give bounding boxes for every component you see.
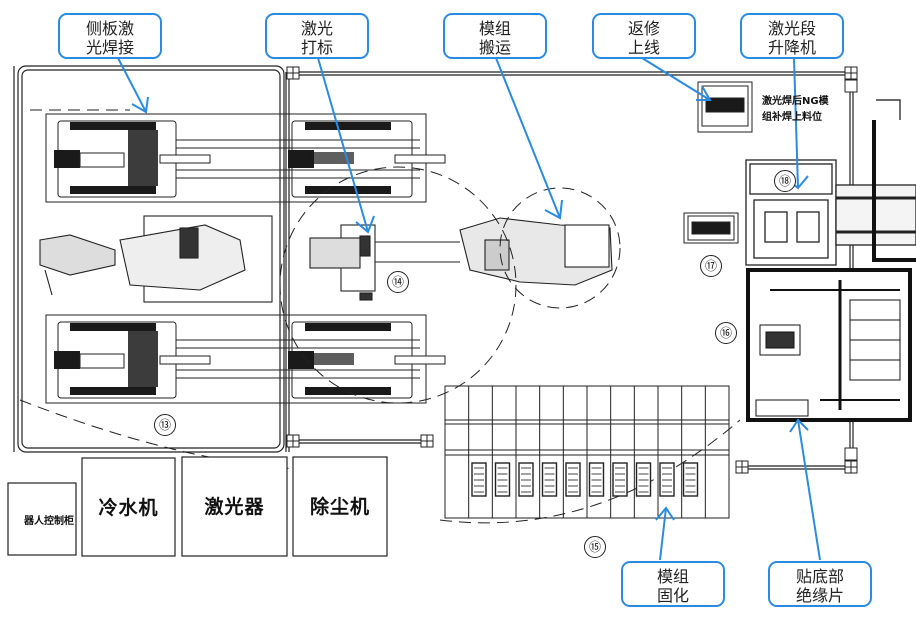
robot-control-cabinet-label: 器人控制柜: [24, 516, 74, 527]
callout-line: 贴底部: [795, 567, 844, 586]
callout-side-plate-laser-welding: 侧板激 光焊接: [58, 13, 162, 59]
station-16: ⑯: [715, 322, 737, 344]
callout-line: 模组: [656, 567, 689, 586]
callout-line: 返修: [627, 19, 660, 38]
callout-line: 模组: [478, 19, 511, 38]
fence-posts: [286, 66, 858, 474]
callout-line: 绝缘片: [795, 586, 844, 605]
callout-rework-online: 返修 上线: [592, 13, 696, 59]
buffer-17: [683, 212, 739, 244]
station-15: ⑮: [584, 536, 606, 558]
robot-module-transport: [459, 217, 613, 286]
reach-circle-transport: [499, 187, 621, 309]
callout-laser-marking: 激光 打标: [265, 13, 369, 59]
rework-buffer: [697, 81, 753, 133]
station-17: ⑰: [700, 255, 722, 277]
dust-collector-label: 除尘机: [309, 496, 370, 518]
insulation-station-16: [746, 268, 912, 422]
callout-line: 升降机: [767, 38, 816, 57]
chiller-label: 冷水机: [98, 497, 159, 519]
ng-station-label-line1: 激光焊后NG模: [762, 96, 829, 107]
dust-collector-box: [292, 456, 388, 557]
callout-module-curing: 模组 固化: [621, 561, 725, 607]
callout-line: 上线: [627, 38, 660, 57]
cell-13-enclosure: [17, 65, 285, 453]
callout-line: 固化: [656, 586, 689, 605]
laser-box: [181, 456, 288, 557]
callout-line: 激光段: [767, 19, 816, 38]
ng-station-label-line2: 组补焊上料位: [762, 112, 822, 123]
laser-label: 激光器: [204, 496, 265, 518]
callout-bottom-insulation: 贴底部 绝缘片: [768, 561, 872, 607]
robot-laser-marking: [309, 224, 460, 301]
callout-line: 侧板激: [85, 19, 134, 38]
callout-line: 打标: [300, 38, 333, 57]
lift-station-18: [745, 159, 916, 266]
station-13: ⑬: [154, 414, 176, 436]
curing-rack-slots: [471, 462, 699, 497]
station-18: ⑱: [774, 170, 796, 192]
callout-line: 搬运: [478, 38, 511, 57]
robot-cell-13: [39, 215, 273, 303]
right-edge-equipment: [872, 99, 916, 262]
callout-line: 激光: [300, 19, 333, 38]
callout-laser-section-lift: 激光段 升降机: [740, 13, 844, 59]
curing-rack-columns: [468, 386, 706, 518]
reach-circle-14: [279, 166, 517, 404]
chiller-box: [81, 457, 176, 557]
robot-control-cabinet-box: [7, 482, 77, 556]
station-14: ⑭: [387, 271, 409, 293]
callout-module-transport: 模组 搬运: [443, 13, 547, 59]
callout-line: 光焊接: [85, 38, 134, 57]
